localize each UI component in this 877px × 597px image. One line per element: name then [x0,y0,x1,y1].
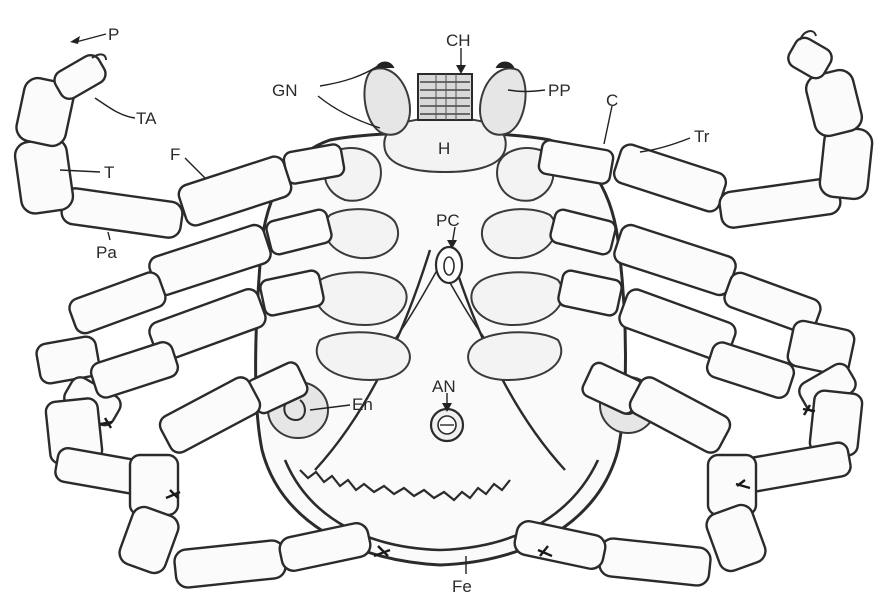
label-p: P [108,25,119,44]
label-tr: Tr [694,127,710,146]
label-c: C [606,91,618,110]
label-gn: GN [272,81,298,100]
label-ta: TA [136,109,157,128]
label-h: H [438,139,450,158]
label-fe: Fe [452,577,472,596]
label-pa: Pa [96,243,117,262]
label-ch: CH [446,31,471,50]
label-pc: PC [436,211,460,230]
label-pp: PP [548,81,571,100]
label-an: AN [432,377,456,396]
tick-body [256,133,656,566]
label-f: F [170,145,180,164]
label-t: T [104,163,114,182]
label-en: En [352,395,373,414]
